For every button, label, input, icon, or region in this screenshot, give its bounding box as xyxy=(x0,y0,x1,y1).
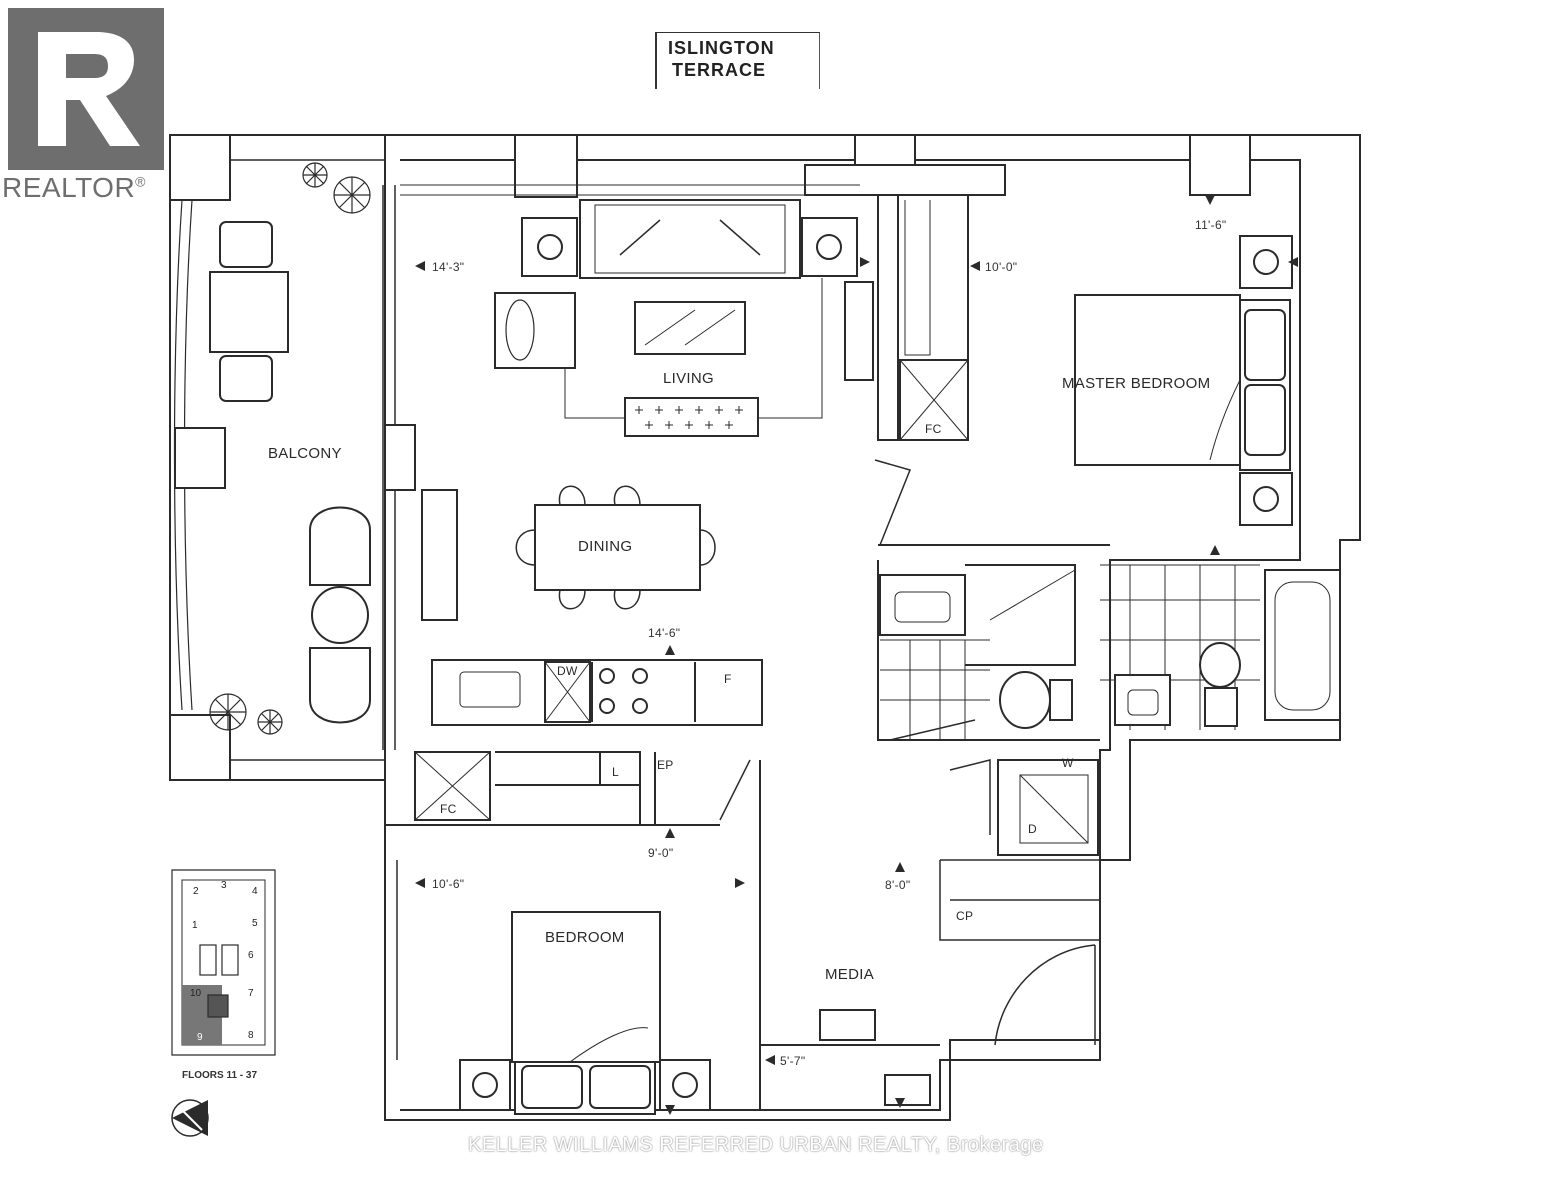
media-console xyxy=(624,397,759,437)
keyplan-unit: 1 xyxy=(192,920,198,931)
exterior-wall-inner xyxy=(400,159,1301,1111)
dim-arrow-icon xyxy=(665,645,675,655)
exterior-wall xyxy=(384,134,1361,1121)
column xyxy=(854,134,916,166)
room-label-balcony: BALCONY xyxy=(268,445,342,462)
ensuite-toilet xyxy=(1199,642,1241,688)
dim-bedroom-width: 10'-6" xyxy=(432,877,465,891)
fixture-label-fc-top: FC xyxy=(925,422,942,436)
living-partition xyxy=(877,195,899,441)
column xyxy=(169,714,231,781)
dim-arrow-icon xyxy=(665,1105,675,1115)
dim-arrow-icon xyxy=(765,1055,775,1065)
plant-icon xyxy=(209,693,247,731)
realtor-logo xyxy=(8,8,164,170)
realtor-wordmark: REALTOR® xyxy=(2,172,146,203)
room-label-living: LIVING xyxy=(663,370,714,387)
column xyxy=(1189,134,1251,196)
dim-arrow-icon xyxy=(970,261,980,271)
project-title-line1: ISLINGTON xyxy=(668,38,775,58)
fixture-label-dw: DW xyxy=(557,664,578,678)
dim-arrow-icon xyxy=(415,261,425,271)
dim-arrow-icon xyxy=(1205,195,1215,205)
fixture-label-cp: CP xyxy=(956,909,974,923)
column xyxy=(804,164,1006,196)
keyplan-unit: 5 xyxy=(252,918,258,929)
dim-arrow-icon xyxy=(895,862,905,872)
column xyxy=(169,134,231,201)
dim-arrow-icon xyxy=(1288,257,1298,267)
room-label-bedroom: BEDROOM xyxy=(545,929,625,946)
keyplan xyxy=(171,869,276,1056)
dim-kitchen-width: 14'-6" xyxy=(648,626,681,640)
fixture-label-f: F xyxy=(724,672,732,686)
bedroom-bed xyxy=(511,911,661,1063)
dim-hall-width: 10'-0" xyxy=(985,260,1018,274)
room-label-master-bedroom: MASTER BEDROOM xyxy=(1062,375,1211,392)
dim-bedroom-depth: 9'-0" xyxy=(648,846,674,860)
brokerage-watermark: KELLER WILLIAMS REFERRED URBAN REALTY, B… xyxy=(468,1134,1044,1156)
north-arrow-icon xyxy=(171,1099,209,1137)
keyplan-unit: 7 xyxy=(248,988,254,999)
fixture-label-fc-left: FC xyxy=(440,802,457,816)
dim-arrow-icon xyxy=(860,257,870,267)
plant-icon xyxy=(333,176,371,214)
keyplan-unit: 4 xyxy=(252,886,258,897)
dim-arrow-icon xyxy=(735,878,745,888)
dim-media-depth: 8'-0" xyxy=(885,878,911,892)
fixture-label-w: W xyxy=(1062,756,1074,770)
dim-master-width: 11'-6" xyxy=(1195,218,1227,232)
keyplan-unit: 2 xyxy=(193,886,199,897)
fixture-label-l: L xyxy=(612,765,619,779)
entry-door xyxy=(994,944,1096,1046)
plant-icon xyxy=(257,709,283,735)
armchair xyxy=(494,292,576,369)
plant-icon xyxy=(302,162,328,188)
column xyxy=(174,427,226,489)
room-label-dining: DINING xyxy=(578,538,633,555)
project-title-line2: TERRACE xyxy=(672,60,767,80)
dim-media-width: 5'-7" xyxy=(780,1054,806,1068)
keyplan-unit: 3 xyxy=(221,880,227,891)
fixture-label-d: D xyxy=(1028,822,1037,836)
keyplan-caption: FLOORS 11 - 37 xyxy=(182,1070,258,1081)
keyplan-unit: 6 xyxy=(248,950,254,961)
coffee-table xyxy=(634,301,746,355)
dining-table xyxy=(534,504,701,591)
column xyxy=(514,134,578,198)
dim-arrow-icon xyxy=(415,878,425,888)
toilet xyxy=(999,671,1051,729)
master-bed xyxy=(1074,294,1241,466)
keyplan-unit: 10 xyxy=(190,988,202,999)
project-title-box xyxy=(655,32,820,89)
dim-arrow-icon xyxy=(895,1098,905,1108)
dim-arrow-icon xyxy=(665,828,675,838)
dim-arrow-icon xyxy=(1210,545,1220,555)
room-label-media: MEDIA xyxy=(825,966,875,983)
keyplan-unit-highlighted: 9 xyxy=(197,1032,203,1043)
fixture-label-ep: EP xyxy=(657,758,674,772)
dim-living-width: 14'-3" xyxy=(432,260,465,274)
keyplan-unit: 8 xyxy=(248,1030,254,1041)
